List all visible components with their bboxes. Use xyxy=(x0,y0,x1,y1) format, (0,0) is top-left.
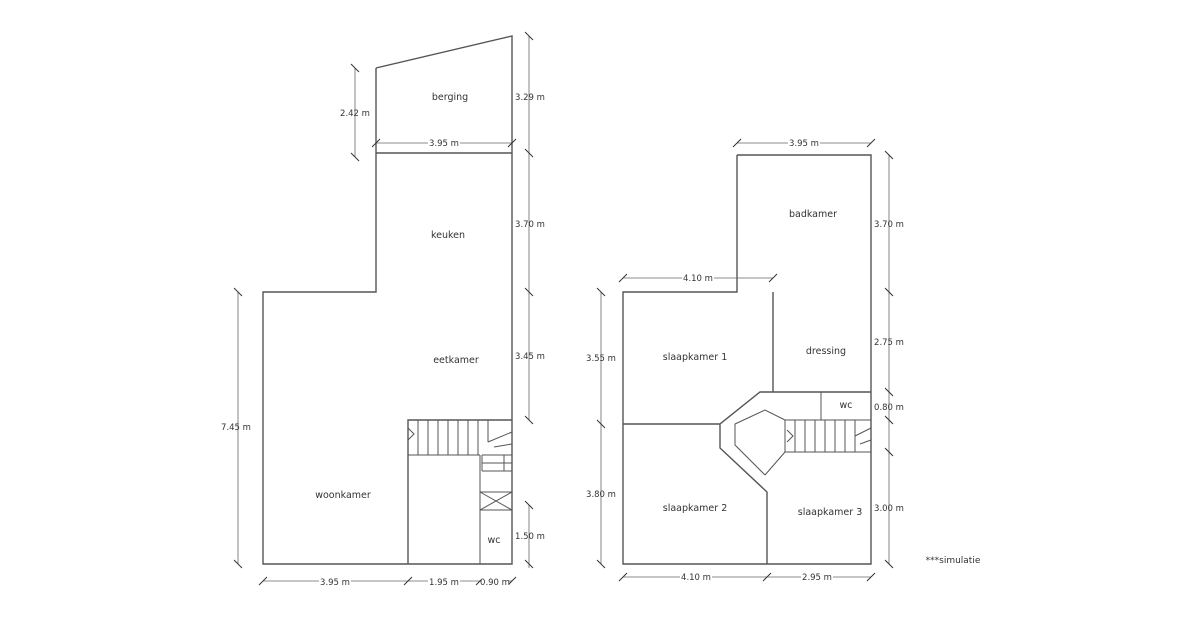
stair-arrow xyxy=(407,427,415,441)
dim-first-left: 3.55 m 3.80 m xyxy=(586,287,616,569)
dim-first-right: 3.70 m 2.75 m 0.80 m 3.00 m xyxy=(874,150,904,569)
dim-berging-width: 3.95 m xyxy=(371,137,517,149)
slaapkamer3-top xyxy=(764,451,786,476)
simulation-note: ***simulatie xyxy=(926,556,981,566)
svg-text:2.42 m: 2.42 m xyxy=(340,109,370,119)
first-stair-steps xyxy=(794,420,872,452)
dim-wc-first-right: 0.80 m xyxy=(874,403,904,413)
room-dressing: dressing xyxy=(806,346,846,357)
first-stair-box xyxy=(784,419,872,453)
shaft-cross-2 xyxy=(479,491,513,511)
first-floor-outline xyxy=(622,154,872,565)
dim-bottom-1: 3.95 m xyxy=(320,578,350,588)
dim-slaapkamer1-left: 3.55 m xyxy=(586,354,616,364)
ground-floor-outline xyxy=(262,35,513,565)
room-slaapkamer-3: slaapkamer 3 xyxy=(798,507,863,518)
hall-inner-2 xyxy=(734,409,786,476)
dim-first-bottom-1: 4.10 m xyxy=(681,573,711,583)
dim-first-bottom: 4.10 m 2.95 m xyxy=(618,572,876,583)
dim-bottom-3: 0.90 m xyxy=(480,578,510,588)
dim-first-top: 3.95 m xyxy=(732,137,876,149)
dim-slaapkamer1-top: 4.10 m xyxy=(618,272,778,284)
room-wc-first: wc xyxy=(840,400,853,411)
room-berging: berging xyxy=(432,92,468,103)
svg-text:3.95 m: 3.95 m xyxy=(789,139,819,149)
dim-eetkamer-right: 3.45 m xyxy=(515,352,545,362)
dim-berging-right: 3.29 m xyxy=(515,93,545,103)
dim-badkamer-right: 3.70 m xyxy=(874,220,904,230)
room-keuken: keuken xyxy=(431,230,465,241)
dim-berging-left: 2.42 m xyxy=(340,63,370,162)
dim-slaapkamer3-right: 3.00 m xyxy=(874,504,904,514)
dim-total-left: 7.45 m xyxy=(221,287,251,569)
room-slaapkamer-2: slaapkamer 2 xyxy=(663,503,728,514)
dim-ground-right: 3.29 m 3.70 m 3.45 m xyxy=(515,31,545,425)
room-woonkamer: woonkamer xyxy=(315,490,371,501)
dim-wc-right: 1.50 m xyxy=(515,500,545,569)
shaft-box xyxy=(479,491,513,511)
first-stair-arrow xyxy=(786,429,794,443)
svg-text:3.95 m: 3.95 m xyxy=(429,139,459,149)
room-badkamer: badkamer xyxy=(789,209,837,220)
dim-ground-bottom: 3.95 m 1.95 m 0.90 m xyxy=(258,576,517,588)
room-eetkamer: eetkamer xyxy=(433,355,479,366)
hall-outline xyxy=(719,391,871,564)
dim-keuken-right: 3.70 m xyxy=(515,220,545,230)
stair-wall xyxy=(407,419,512,564)
room-slaapkamer-1: slaapkamer 1 xyxy=(663,352,728,363)
ground-stair-steps xyxy=(417,420,513,472)
first-floor-plan: badkamer slaapkamer 1 dressing wc slaapk… xyxy=(586,137,904,583)
svg-text:4.10 m: 4.10 m xyxy=(683,274,713,284)
svg-text:7.45 m: 7.45 m xyxy=(221,423,251,433)
svg-text:1.50 m: 1.50 m xyxy=(515,532,545,542)
dim-dressing-right: 2.75 m xyxy=(874,338,904,348)
dim-first-bottom-2: 2.95 m xyxy=(802,573,832,583)
ground-floor-plan: berging keuken eetkamer woonkamer wc 2.4… xyxy=(221,31,545,588)
room-wc-ground: wc xyxy=(488,535,501,546)
dim-slaapkamer2-left: 3.80 m xyxy=(586,490,616,500)
dim-bottom-2: 1.95 m xyxy=(429,578,459,588)
